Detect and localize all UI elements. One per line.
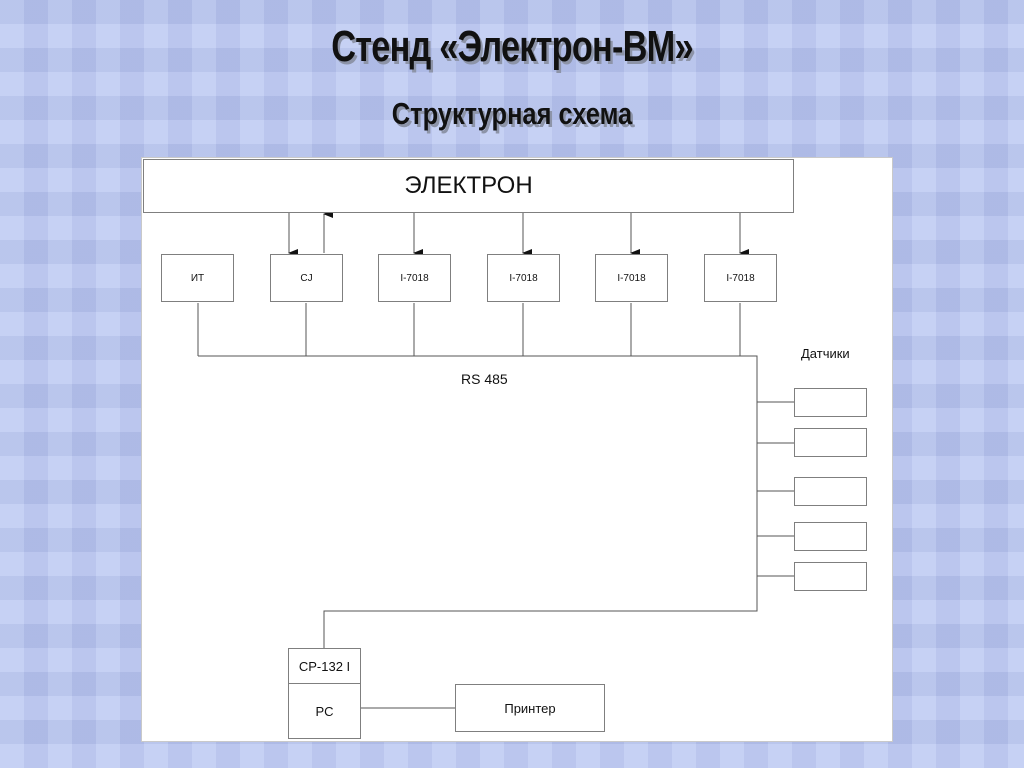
printer-label: Принтер (504, 701, 556, 716)
diagram-panel: ЭЛЕКТРОН ИТ CJ I-7018 I-7018 I-7018 I-70… (141, 157, 893, 742)
rs485-label: RS 485 (461, 371, 508, 387)
printer-block: Принтер (455, 684, 605, 732)
module-label: CJ (300, 272, 313, 284)
module-i7018-4: I-7018 (704, 254, 777, 302)
sensor-box (794, 477, 867, 506)
electron-block: ЭЛЕКТРОН (143, 159, 794, 213)
slide-subtitle: Структурная схема (391, 96, 633, 131)
connector-lines (197, 210, 794, 709)
module-i7018-1: I-7018 (378, 254, 451, 302)
module-label: I-7018 (400, 272, 429, 284)
module-label: ИТ (190, 272, 205, 284)
slide-title: Стенд «Электрон-ВМ» (331, 22, 693, 71)
sensor-box (794, 522, 867, 551)
sensors-label: Датчики (801, 346, 850, 361)
sensor-box (794, 388, 867, 417)
module-cj: CJ (270, 254, 343, 302)
module-i7018-3: I-7018 (595, 254, 668, 302)
module-label: I-7018 (617, 272, 646, 284)
module-label: I-7018 (726, 272, 755, 284)
module-it: ИТ (161, 254, 234, 302)
pc-block: PC (288, 683, 361, 739)
converter-block: CP-132 I (288, 648, 361, 684)
sensor-box (794, 428, 867, 457)
converter-label: CP-132 I (298, 658, 351, 674)
module-label: I-7018 (509, 272, 538, 284)
electron-block-label: ЭЛЕКТРОН (404, 172, 533, 199)
sensor-box (794, 562, 867, 591)
pc-label: PC (315, 703, 334, 719)
rs485-bus-line (198, 355, 758, 648)
module-i7018-2: I-7018 (487, 254, 560, 302)
